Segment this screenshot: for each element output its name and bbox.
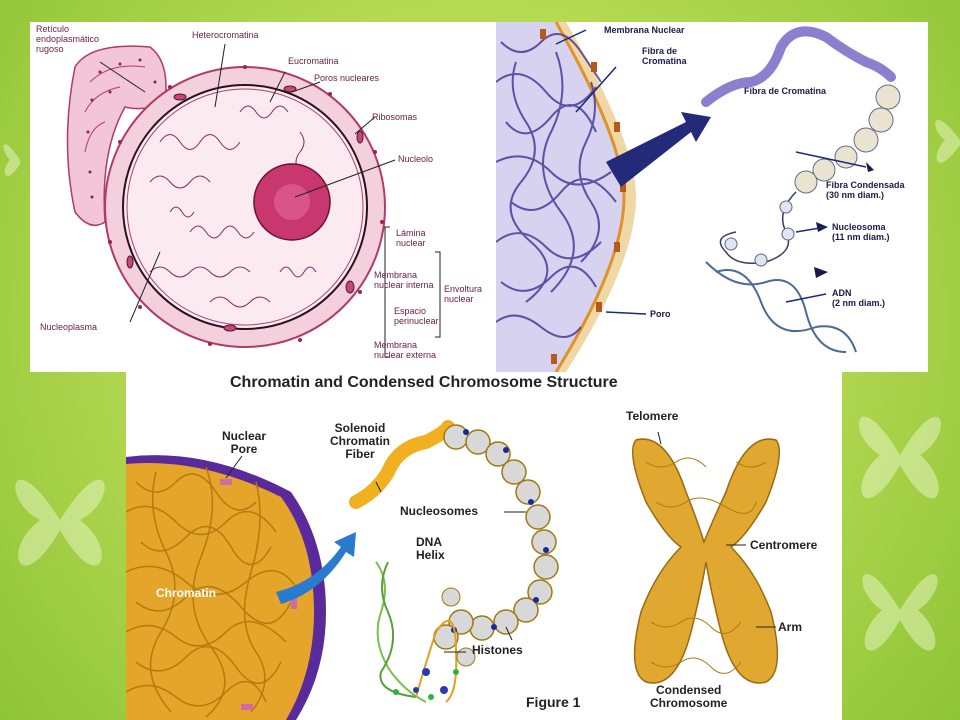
label-histones: Histones xyxy=(472,643,523,657)
butterfly-icon xyxy=(862,573,938,651)
label-chromatin: Chromatin xyxy=(156,586,216,600)
label-nuclear-pore: Nuclear Pore xyxy=(222,429,267,456)
label-poros-nucleares: Poros nucleares xyxy=(314,73,380,83)
label-membrana-externa: Membrana nuclear externa xyxy=(374,340,437,360)
nucleus-diagram-panel: Retículo endoplasmático rugoso Heterocro… xyxy=(30,22,496,372)
label-fibra-condensada: Fibra Condensada (30 nm diam.) xyxy=(826,180,905,200)
label-condensed-chromosome: Condensed Chromosome xyxy=(650,683,728,710)
label-membrana-interna: Membrana nuclear interna xyxy=(374,270,434,290)
label-eucromatina: Eucromatina xyxy=(288,56,339,66)
label-espacio-perinuclear: Espacio perinuclear xyxy=(394,306,439,326)
label-fibra-de-cromatina: Fibra de Cromatina xyxy=(642,46,687,66)
label-solenoid-fiber: Solenoid Chromatin Fiber xyxy=(330,421,390,461)
figure-title: Chromatin and Condensed Chromosome Struc… xyxy=(230,374,618,391)
butterfly-icon xyxy=(15,479,105,566)
label-membrana-nuclear: Membrana Nuclear xyxy=(604,25,685,35)
label-envoltura-nuclear: Envoltura nuclear xyxy=(444,284,483,304)
label-nucleosomes: Nucleosomes xyxy=(400,504,479,518)
butterfly-icon xyxy=(935,119,960,163)
label-lamina-nuclear: Lámina nuclear xyxy=(396,228,426,248)
label-ribosomas: Ribosomas xyxy=(372,112,418,122)
chromatin-fiber-panel: Membrana Nuclear Fibra de Cromatina Fibr… xyxy=(496,22,928,372)
label-fibra-de-cromatina-2: Fibra de Cromatina xyxy=(744,86,827,96)
label-nucleosoma: Nucleosoma (11 nm diam.) xyxy=(832,222,890,242)
chromosome-illustration xyxy=(126,420,781,720)
chromatin-fiber-illustration xyxy=(496,22,901,372)
label-heterocromatina: Heterocromatina xyxy=(192,30,259,40)
label-reticulo: Retículo endoplasmático rugoso xyxy=(36,24,100,54)
butterfly-icon xyxy=(858,416,942,499)
label-telomere: Telomere xyxy=(626,409,679,423)
label-nucleolo: Nucleolo xyxy=(398,154,434,164)
label-dna-helix: DNA Helix xyxy=(416,535,445,562)
chromosome-structure-panel: Chromatin and Condensed Chromosome Struc… xyxy=(126,372,842,720)
label-nucleoplasma: Nucleoplasma xyxy=(40,322,98,332)
label-arm: Arm xyxy=(778,620,803,634)
label-poro: Poro xyxy=(650,309,671,319)
nucleus-illustration xyxy=(66,43,441,358)
label-centromere: Centromere xyxy=(750,538,818,552)
label-adn: ADN (2 nm diam.) xyxy=(832,288,886,308)
label-figure-1: Figure 1 xyxy=(526,694,581,710)
butterfly-icon xyxy=(3,144,20,176)
